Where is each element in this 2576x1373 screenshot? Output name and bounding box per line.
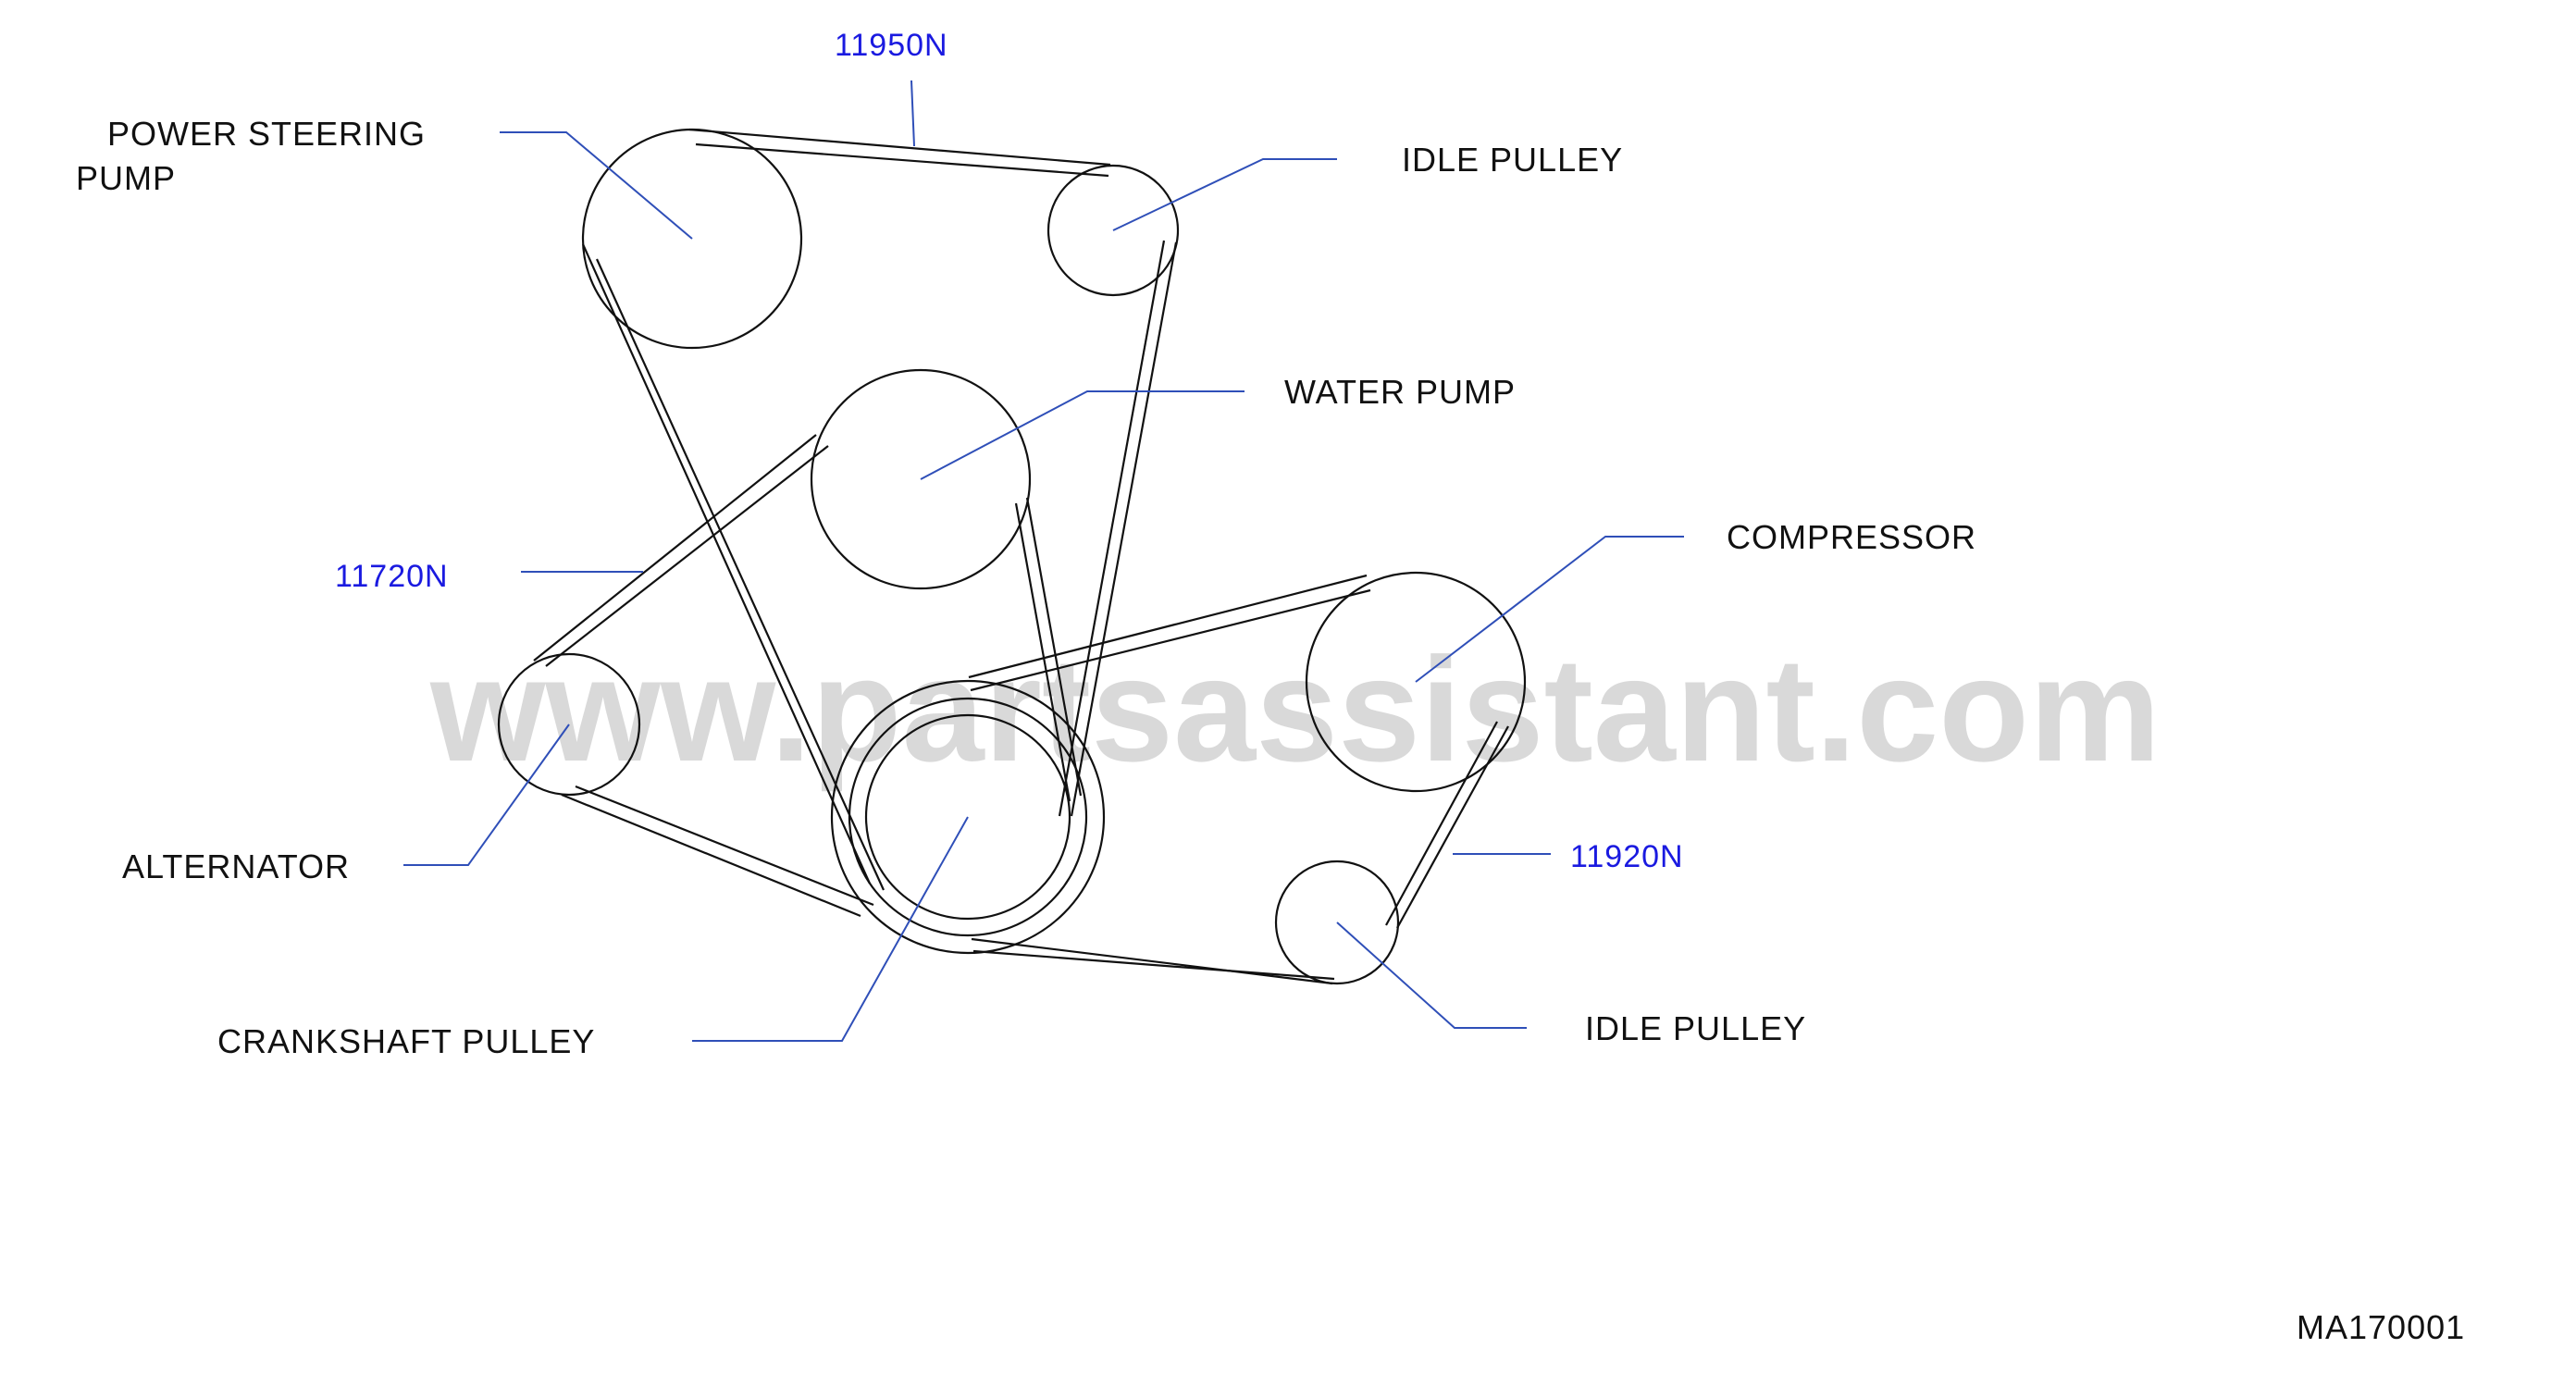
pulleys <box>497 128 1527 985</box>
part-number-11950n: 11950N <box>835 28 948 63</box>
leader-idle-bottom <box>1336 922 1527 1029</box>
label-alternator: ALTERNATOR <box>122 847 350 885</box>
leader-water-pump <box>920 390 1245 480</box>
part-number-11920n: 11920N <box>1570 839 1684 874</box>
compressor-pulley <box>1305 571 1527 793</box>
leader-11950n <box>910 80 915 147</box>
crankshaft-pulley-inner <box>864 713 1071 921</box>
label-crankshaft-pulley: CRANKSHAFT PULLEY <box>217 1022 595 1060</box>
label-idle-pulley-top: IDLE PULLEY <box>1402 141 1623 179</box>
diagram-id: MA170001 <box>2297 1308 2465 1346</box>
leader-lines <box>403 80 1684 1042</box>
idle-pulley-bottom <box>1274 860 1400 985</box>
leader-power-steering <box>500 131 693 240</box>
belt-11720n <box>533 434 1083 918</box>
belt-11950n <box>581 128 1178 891</box>
idle-pulley-top <box>1046 164 1180 297</box>
watermark: www.partsassistant.com <box>429 626 2161 792</box>
crankshaft-pulley-outer <box>830 679 1106 955</box>
part-number-11720n: 11720N <box>335 559 449 594</box>
leader-crankshaft <box>692 816 969 1042</box>
label-water-pump: WATER PUMP <box>1284 373 1516 411</box>
label-idle-pulley-bottom: IDLE PULLEY <box>1585 1009 1806 1047</box>
leader-idle-top <box>1112 158 1337 231</box>
leader-compressor <box>1415 536 1684 683</box>
label-power-steering-line2: PUMP <box>76 159 176 197</box>
alternator-pulley <box>497 652 641 797</box>
label-compressor: COMPRESSOR <box>1727 518 1976 556</box>
belt-11920n <box>968 574 1509 985</box>
water-pump-pulley <box>810 368 1032 590</box>
label-power-steering-line1: POWER STEERING <box>107 115 426 153</box>
leader-alternator <box>403 724 570 866</box>
